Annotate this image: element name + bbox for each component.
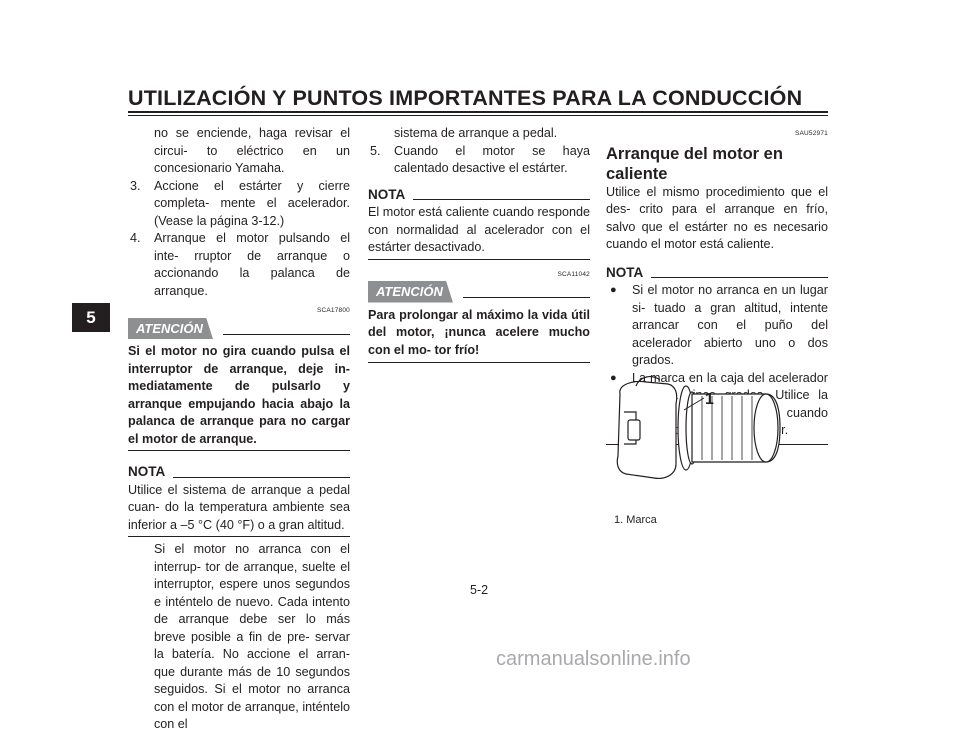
page-header: UTILIZACIÓN Y PUNTOS IMPORTANTES PARA LA… bbox=[128, 86, 803, 110]
body-paragraph: Utilice el mismo procedimiento que el de… bbox=[606, 184, 828, 252]
code-label: SCA17800 bbox=[316, 307, 350, 314]
divider bbox=[462, 297, 590, 299]
step-text: Arranque el motor pulsando el inte- rrup… bbox=[154, 231, 350, 298]
warning-text: Si el motor no gira cuando pulsa el inte… bbox=[128, 344, 350, 446]
divider bbox=[413, 199, 590, 200]
step-number: 3. bbox=[130, 178, 141, 193]
nota-label: NOTA bbox=[128, 464, 166, 479]
divider bbox=[368, 362, 590, 363]
step-number: 4. bbox=[130, 231, 141, 245]
divider bbox=[173, 476, 350, 478]
atencion-heading: ATENCIÓN bbox=[368, 281, 590, 303]
continued-text: no se enciende, haga revisar el circui- … bbox=[154, 126, 350, 175]
step-4: 4. Arranque el motor pulsando el inte- r… bbox=[128, 230, 350, 300]
callout-leader bbox=[683, 397, 705, 411]
atencion-badge: ATENCIÓN bbox=[128, 317, 213, 339]
nota-label: NOTA bbox=[368, 186, 406, 202]
grip-end bbox=[753, 393, 779, 463]
header-rule bbox=[128, 111, 828, 113]
bullet-icon: ● bbox=[610, 371, 617, 384]
code-label: SAU52971 bbox=[794, 130, 828, 137]
step-3: 3. Accione el estárter y cierre completa… bbox=[128, 178, 350, 231]
figure-caption: 1. Marca bbox=[614, 514, 657, 526]
nota-text: Utilice el sistema de arranque a pedal c… bbox=[128, 482, 350, 532]
step-number: 5. bbox=[370, 143, 381, 158]
header-rule-thin bbox=[128, 115, 828, 116]
chapter-tab: 5 bbox=[72, 303, 110, 332]
atencion-heading: ATENCIÓN bbox=[128, 317, 350, 339]
nota-heading: NOTA bbox=[128, 463, 350, 481]
bullet-icon: ● bbox=[610, 284, 617, 296]
divider bbox=[222, 333, 350, 335]
callout-number: 1 bbox=[705, 391, 714, 408]
bullet-item: ● Si el motor no arranca en un lugar si-… bbox=[606, 282, 828, 370]
throttle-grip-illustration: 1 bbox=[616, 376, 781, 479]
housing-switch bbox=[627, 419, 641, 441]
nota-text: El motor está caliente cuando responde c… bbox=[368, 205, 590, 254]
atencion-badge: ATENCIÓN bbox=[368, 281, 453, 303]
body-paragraph: Si el motor no arranca con el interrup- … bbox=[154, 542, 350, 731]
nota-heading: NOTA bbox=[368, 186, 590, 204]
nota-label: NOTA bbox=[606, 264, 644, 280]
step-text: Cuando el motor se haya calentado desact… bbox=[394, 143, 590, 176]
divider bbox=[368, 258, 590, 260]
warning-text: Para prolongar al máximo la vida útil de… bbox=[368, 307, 590, 357]
section-heading: Arranque del motor en caliente bbox=[606, 144, 783, 183]
bullet-text: Si el motor no arranca en un lugar si- t… bbox=[632, 283, 828, 367]
column-3: SAU52971 Arranque del motor en caliente … bbox=[606, 125, 828, 445]
divider bbox=[128, 450, 350, 451]
nota-heading: NOTA bbox=[606, 264, 828, 282]
step-5: 5. Cuando el motor se haya calentado des… bbox=[368, 143, 590, 178]
divider bbox=[128, 536, 350, 537]
code-label: SCA11042 bbox=[557, 270, 590, 278]
step-text: Accione el estárter y cierre completa- m… bbox=[154, 178, 350, 228]
column-1: no se enciende, haga revisar el circui- … bbox=[128, 125, 350, 734]
watermark: carmanualsonline.info bbox=[496, 648, 691, 670]
throttle-housing bbox=[616, 380, 678, 479]
continued-text: sistema de arranque a pedal. bbox=[394, 126, 558, 140]
housing-cable bbox=[635, 376, 661, 387]
page-number: 5-2 bbox=[470, 583, 489, 597]
divider bbox=[651, 277, 828, 278]
grip-ribs bbox=[701, 396, 753, 460]
column-2: sistema de arranque a pedal. 5. Cuando e… bbox=[368, 125, 590, 363]
